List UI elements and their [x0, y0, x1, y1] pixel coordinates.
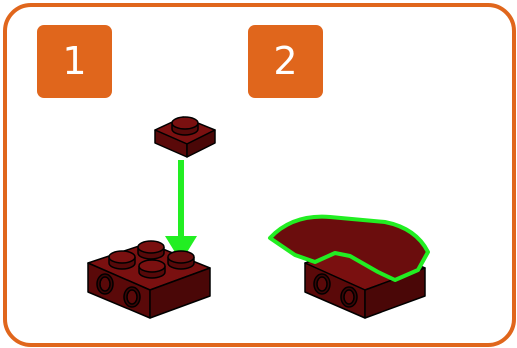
curved-slope-assembly-icon: [268, 214, 430, 319]
2x2-brick-with-side-studs-icon: [87, 240, 211, 319]
step-1-badge: 1: [37, 25, 112, 98]
1x1-plate-icon: [154, 116, 216, 158]
down-arrow-icon: [165, 160, 197, 262]
step-2-badge: 2: [248, 25, 323, 98]
